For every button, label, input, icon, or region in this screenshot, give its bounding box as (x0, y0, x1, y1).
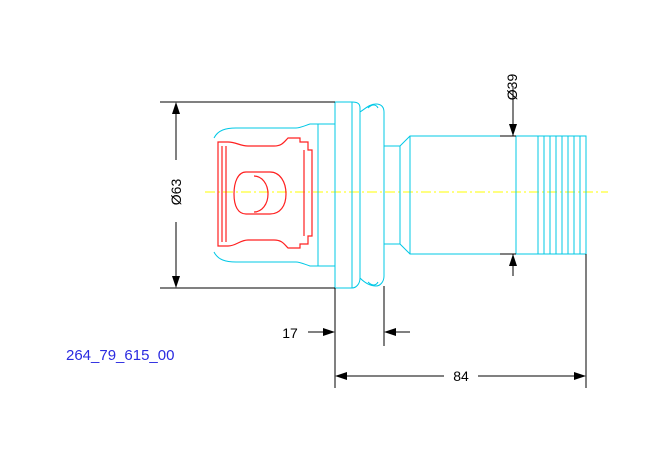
arrowheads (172, 102, 586, 380)
dimensions (160, 86, 587, 388)
part-number-label: 264_79_615_00 (66, 347, 175, 364)
collet-section (217, 137, 313, 249)
part-outline (213, 101, 587, 289)
dim-flange-width: 17 (282, 325, 298, 341)
dim-shank-diameter: Ø39 (504, 74, 520, 101)
dim-overall-length: 84 (453, 368, 469, 384)
dim-bore-diameter: Ø63 (168, 179, 184, 206)
